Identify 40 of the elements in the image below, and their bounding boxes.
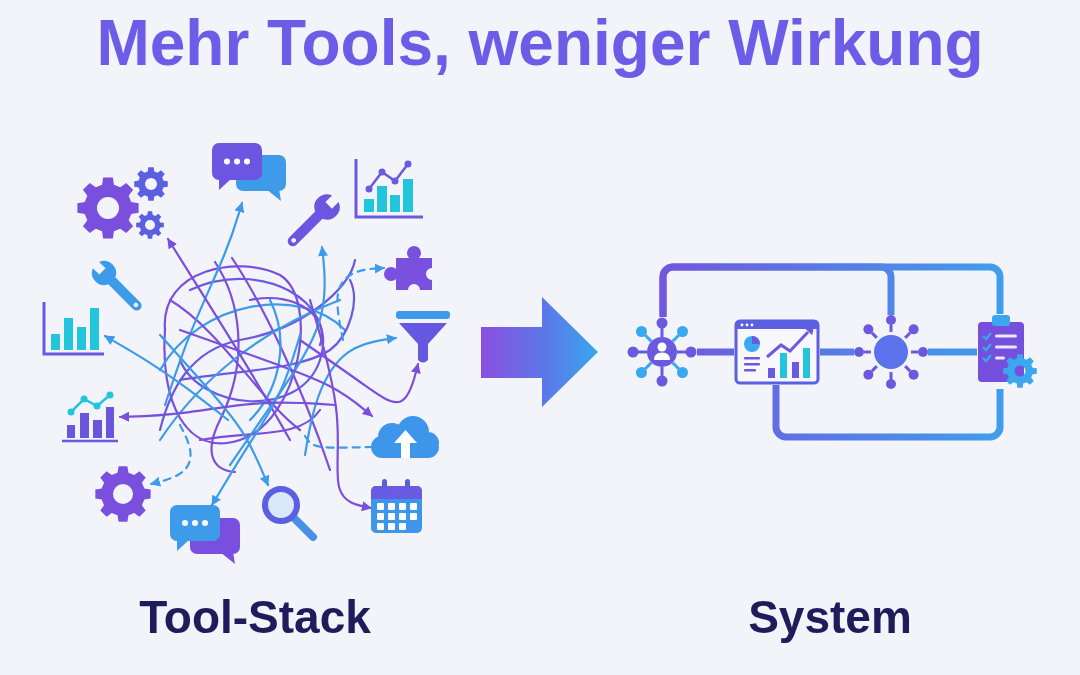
search-icon (261, 485, 319, 543)
arrow (210, 333, 302, 507)
wrench-icon (91, 260, 142, 311)
line-bar-chart-icon (354, 158, 424, 219)
arrow (178, 328, 374, 418)
arrow (308, 298, 373, 512)
arrow (228, 245, 328, 467)
section-label: Tool-Stack (139, 590, 371, 644)
chat-bubbles-icon (170, 505, 240, 565)
puzzle-piece-icon (384, 246, 432, 290)
chat-bubbles-icon (212, 143, 286, 203)
connector-line (820, 348, 854, 356)
arrow (163, 201, 245, 407)
arrow (158, 333, 270, 487)
user-network-icon (627, 317, 697, 387)
dashboard-icon (734, 319, 820, 385)
calendar-icon (371, 479, 422, 533)
connector-line (697, 348, 734, 356)
arrow (298, 338, 421, 404)
clipboard-gear-icon (977, 314, 1038, 389)
cloud-upload-icon (371, 416, 439, 458)
arrow (303, 334, 398, 457)
dashed-line (303, 434, 373, 449)
section-label: System (748, 590, 912, 644)
line-bar-chart-icon (60, 391, 120, 443)
bar-chart-icon (42, 302, 105, 356)
dashed-arrow (336, 263, 386, 342)
arrow (118, 401, 337, 422)
title: Mehr Tools, weniger Wirkung (96, 6, 984, 80)
arrow (103, 334, 230, 422)
funnel-icon (396, 311, 450, 364)
dashed-arrow (149, 423, 192, 487)
wrench-icon (287, 194, 340, 247)
connector-line (772, 385, 1004, 441)
gears-icon (77, 167, 168, 239)
arrow (166, 237, 292, 442)
connector-line (928, 348, 977, 356)
connector-line (659, 263, 1004, 317)
gear-icon (95, 466, 151, 522)
hub-icon (854, 315, 928, 389)
